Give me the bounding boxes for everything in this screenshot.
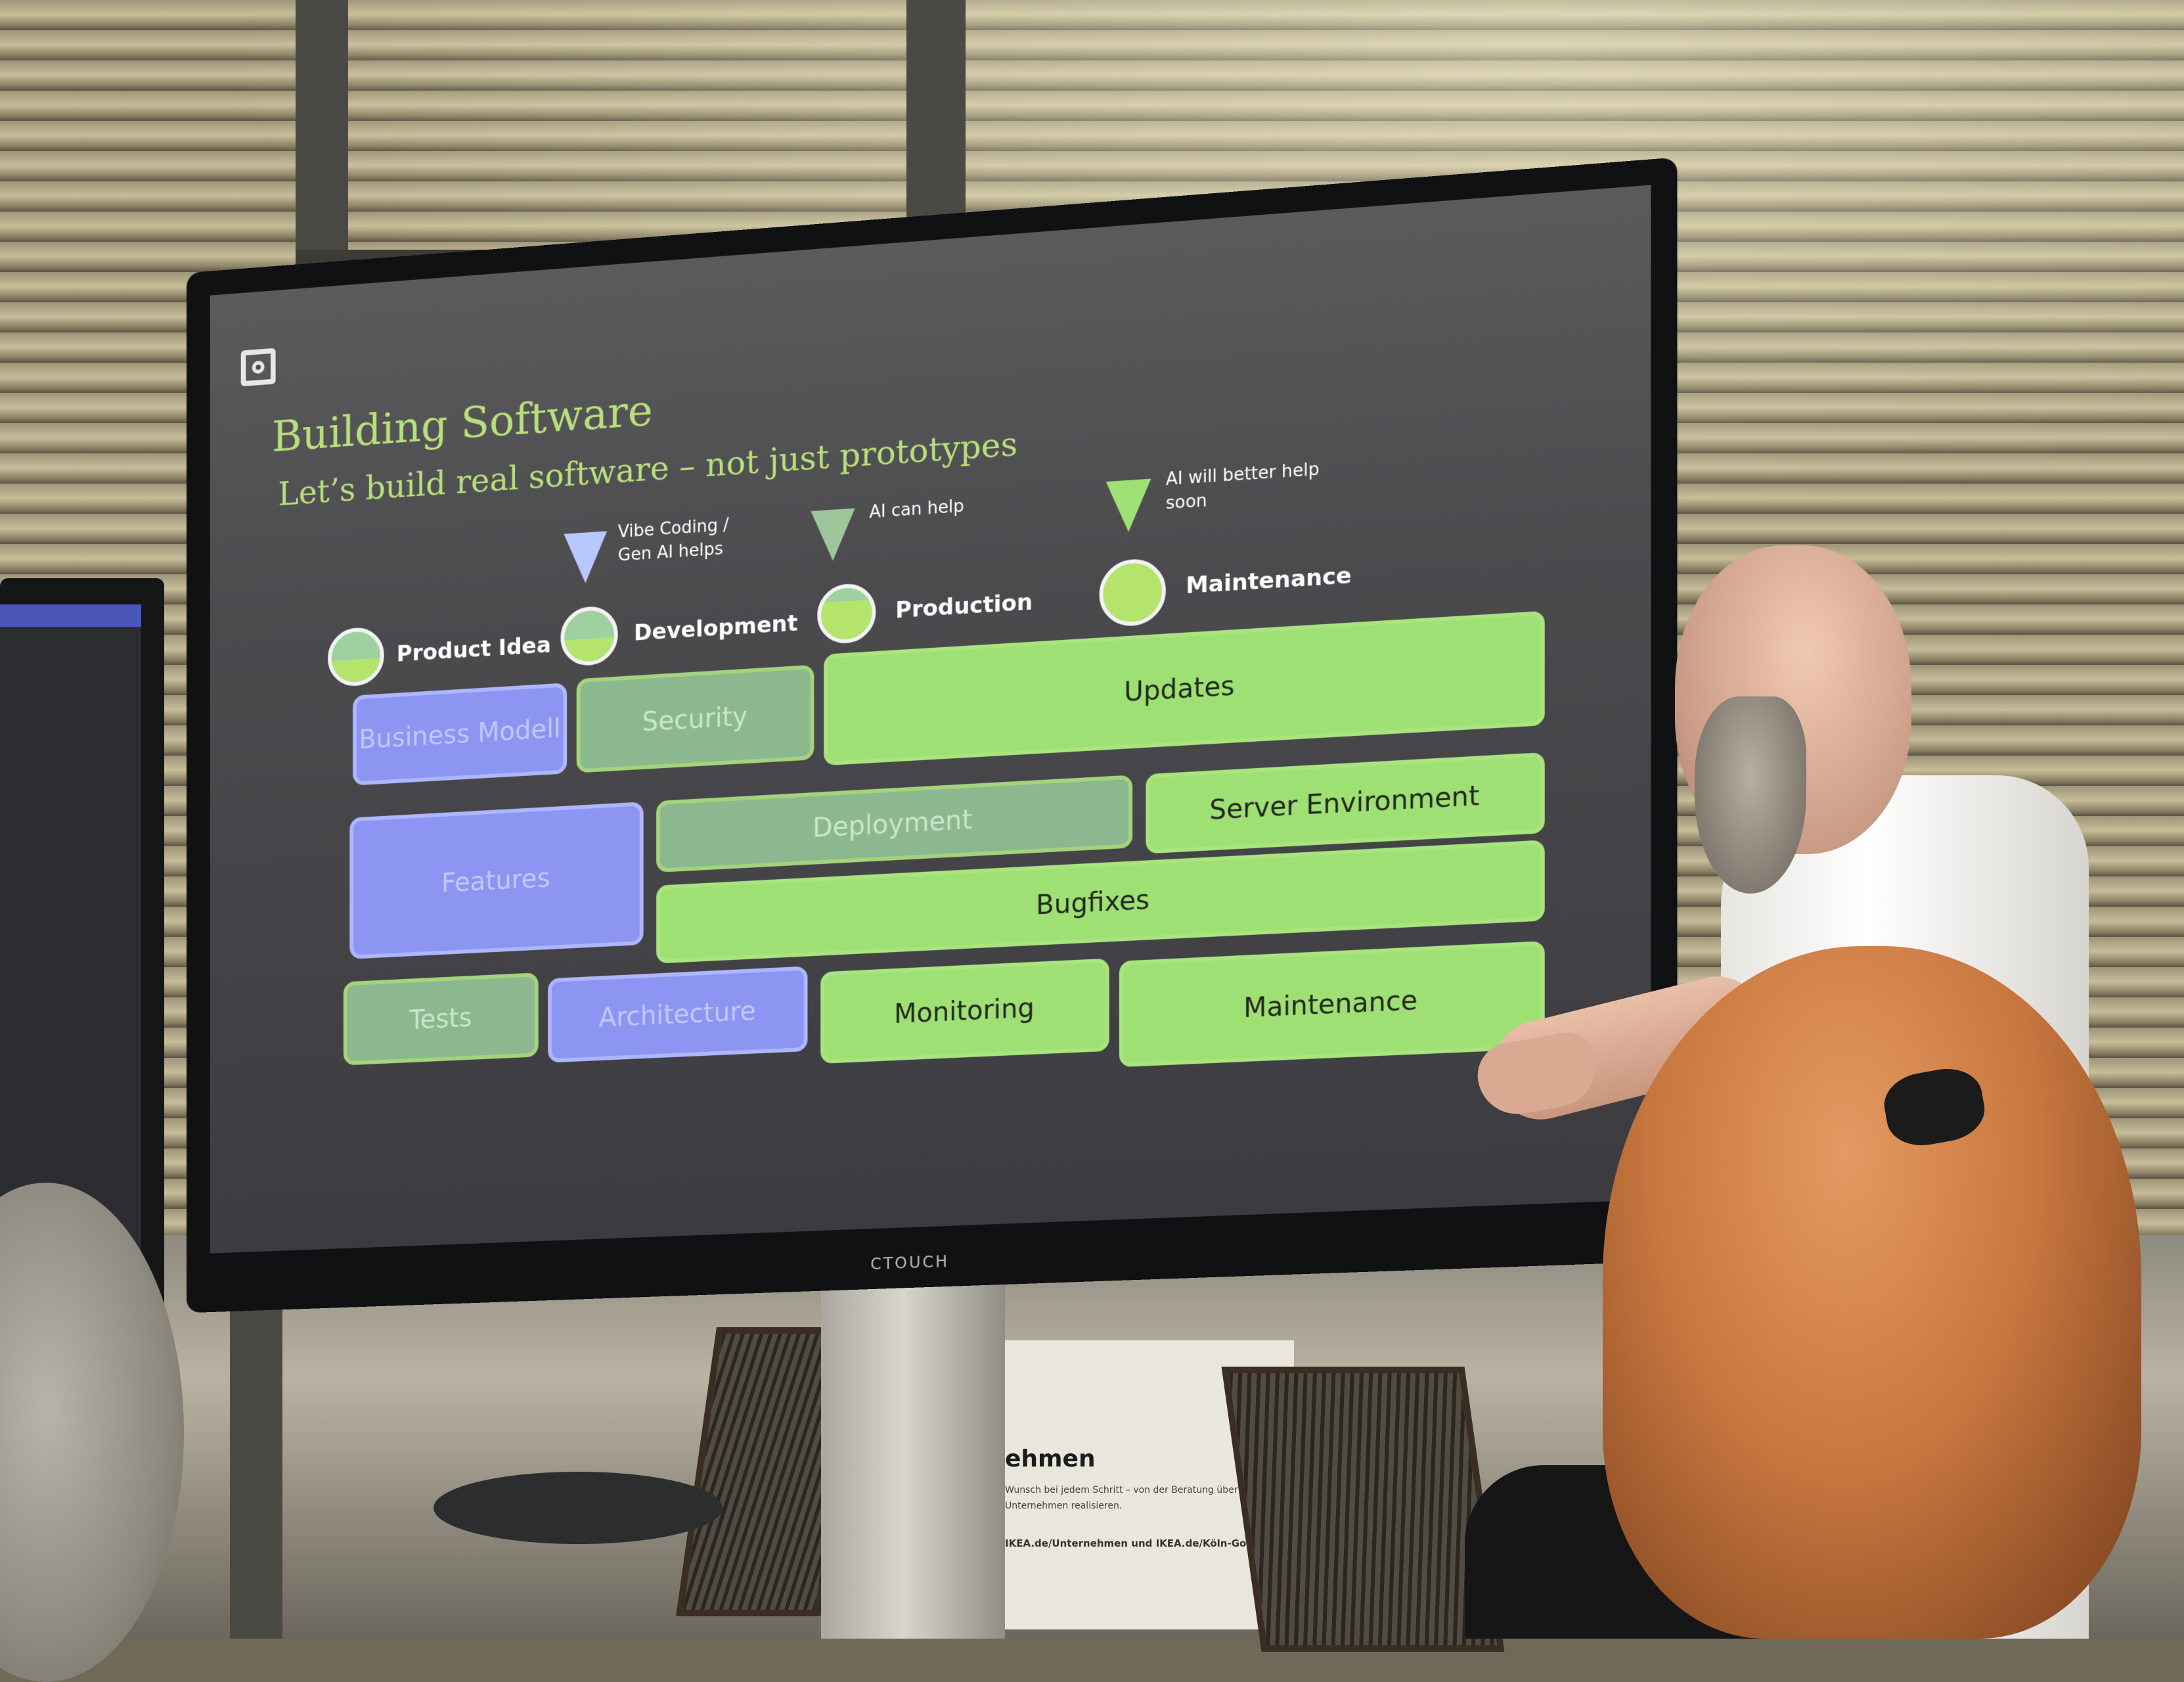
poster-heading: ehmen [1005,1445,1096,1472]
triangle-marker-icon [811,508,855,562]
secondary-monitor [0,578,164,1327]
note-ai-can-help: AI can help [869,496,964,523]
phase-circle-production [817,582,876,645]
poster-line-3: IKEA.de/Unternehmen und IKEA.de/Köln-God… [1005,1537,1270,1549]
phase-fill [564,637,614,663]
presentation-slide: Building Software Let’s build real softw… [210,185,1651,1254]
box-monitoring: Monitoring [820,958,1109,1064]
note-ai-will-help: AI will better help soon [1166,457,1320,515]
main-monitor: Building Software Let’s build real softw… [187,157,1678,1313]
box-deployment: Deployment [656,775,1133,873]
phase-fill [1103,561,1162,624]
phase-circle-development [560,604,618,668]
poster-line-1: Wunsch bei jedem Schritt – von der Berat… [1005,1485,1279,1495]
triangle-marker-icon [1105,478,1151,534]
phase-label-production: Production [895,589,1033,624]
box-security: Security [576,664,814,773]
secondary-monitor-topbar [0,604,141,627]
phase-label-product-idea: Product Idea [396,631,551,668]
phase-fill [821,599,872,641]
monitor-stand-pole [821,1248,1005,1639]
phase-circle-maintenance [1099,557,1166,628]
company-logo-icon [240,348,276,387]
presenter-beard [1695,696,1806,894]
chair-right [1221,1367,1505,1652]
secondary-monitor-screen [0,604,141,1281]
phase-label-maintenance: Maintenance [1186,562,1352,600]
box-business-modell: Business Modell [353,683,568,786]
box-tests: Tests [343,972,539,1066]
round-table [434,1472,723,1544]
triangle-marker-icon [564,531,608,585]
phase-circle-product-idea [328,626,384,688]
phase-fill [331,658,380,684]
poster-line-2: Unternehmen realisieren. [1005,1501,1123,1511]
box-server-environment: Server Environment [1146,752,1545,854]
audience-member-hair [1603,946,2141,1639]
note-vibe-coding: Vibe Coding / Gen AI helps [618,513,729,567]
slide-title: Building Software [271,385,653,462]
box-updates: Updates [824,610,1545,766]
box-maintenance: Maintenance [1119,941,1545,1068]
phase-label-development: Development [634,610,798,647]
box-architecture: Architecture [548,966,808,1063]
box-features: Features [349,802,644,959]
